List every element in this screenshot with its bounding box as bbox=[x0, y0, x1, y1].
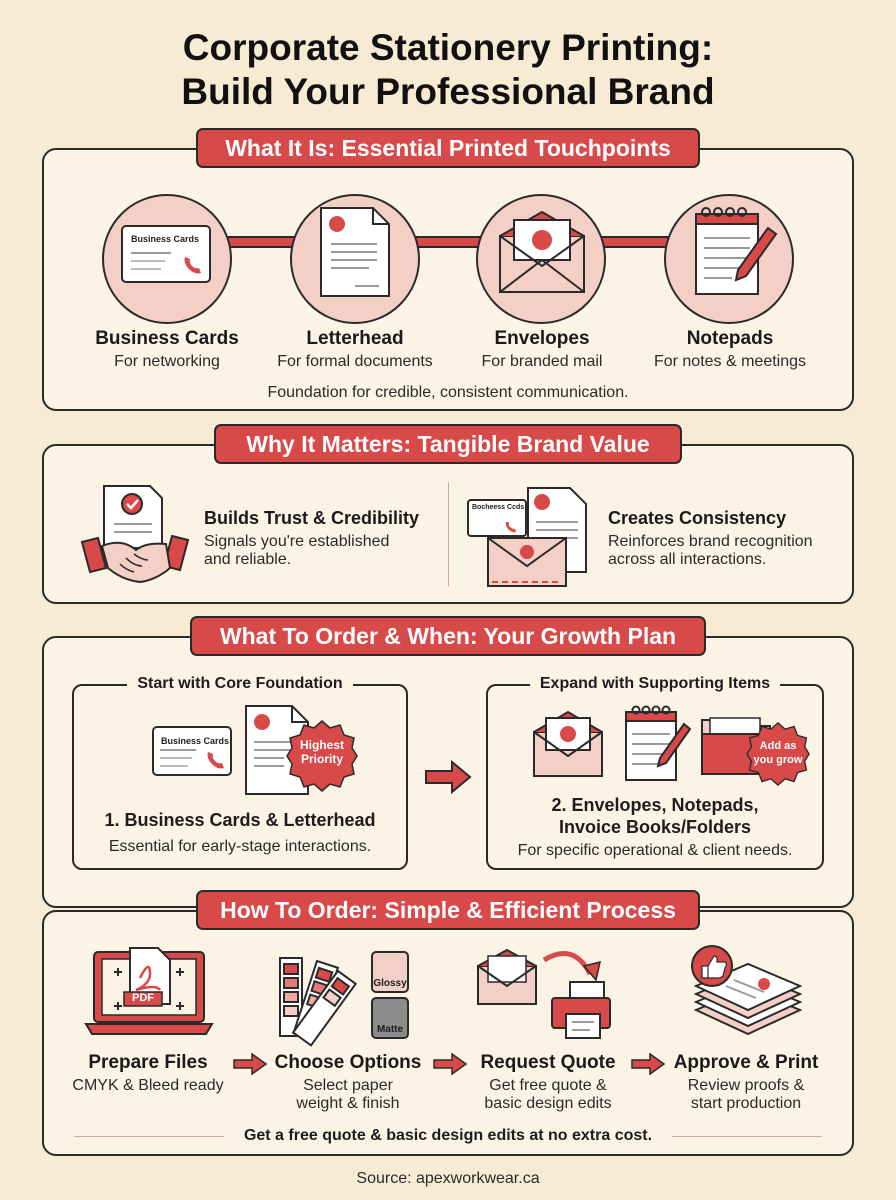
step-title: Approve & Print bbox=[673, 1052, 819, 1073]
step-title: Choose Options bbox=[274, 1052, 422, 1073]
step-title: Request Quote bbox=[480, 1052, 616, 1073]
consistency-line-2: across all interactions. bbox=[608, 551, 767, 568]
approve-stack-icon bbox=[691, 945, 803, 1036]
envelope-icon bbox=[499, 210, 585, 293]
notepad-icon bbox=[695, 207, 778, 295]
badge-line-1: Highest bbox=[299, 738, 344, 752]
step-arrow-icon bbox=[233, 1052, 268, 1076]
touchpoint-connector bbox=[228, 236, 306, 248]
touchpoint-business-cards: Business Cards For networking bbox=[82, 328, 252, 371]
touchpoint-subtitle: For networking bbox=[114, 353, 220, 370]
business-card-icon bbox=[121, 225, 211, 283]
title-line-1: Corporate Stationery Printing: bbox=[182, 27, 714, 68]
add-as-you-grow-badge: Add as you grow bbox=[746, 739, 810, 767]
touchpoint-letterhead: Letterhead For formal documents bbox=[265, 328, 445, 371]
touchpoint-title: Business Cards bbox=[95, 328, 239, 349]
title-line-2: Build Your Professional Brand bbox=[181, 71, 715, 112]
section4-footer: Get a free quote & basic design edits at… bbox=[243, 1127, 653, 1144]
core-subtitle: Essential for early-stage interactions. bbox=[108, 838, 372, 855]
source-credit: Source: apexworkwear.ca bbox=[356, 1170, 540, 1187]
highest-priority-badge: Highest Priority bbox=[286, 738, 358, 766]
touchpoint-connector bbox=[600, 236, 668, 248]
core-foundation-title: Start with Core Foundation bbox=[127, 675, 353, 692]
pdf-tag: PDF bbox=[132, 992, 154, 1004]
footer-rule-right bbox=[672, 1136, 822, 1137]
badge-line-2: you grow bbox=[753, 754, 803, 766]
step-line-1: Review proofs & bbox=[687, 1077, 805, 1094]
touchpoint-subtitle: For branded mail bbox=[481, 353, 603, 370]
core-business-card-icon bbox=[152, 726, 232, 776]
core-foundation-box: Start with Core Foundation bbox=[72, 675, 408, 870]
step-line-2: weight & finish bbox=[296, 1095, 400, 1112]
page-title: Corporate Stationery Printing: Build You… bbox=[0, 26, 896, 114]
letterhead-icon bbox=[320, 207, 390, 297]
stationery-card-label: Bocheess Ccds bbox=[472, 504, 525, 511]
glossy-label: Glossy bbox=[373, 978, 407, 989]
core-card-label: Business Cards bbox=[161, 736, 230, 746]
trust-heading: Builds Trust & Credibility bbox=[204, 508, 420, 528]
touchpoint-subtitle: For formal documents bbox=[277, 353, 433, 370]
consistency-block: Creates Consistency Reinforces brand rec… bbox=[608, 508, 848, 569]
expand-subtitle: For specific operational & client needs. bbox=[517, 842, 793, 859]
step-line-1: Select paper bbox=[303, 1077, 393, 1094]
step-title: Prepare Files bbox=[88, 1052, 208, 1073]
handshake-icon bbox=[80, 485, 190, 584]
expand-items-title: Expand with Supporting Items bbox=[529, 675, 781, 692]
expand-heading: 2. Envelopes, Notepads, Invoice Books/Fo… bbox=[486, 794, 824, 838]
expand-heading-line-2: Invoice Books/Folders bbox=[558, 817, 752, 837]
section-how-to-order-banner: How To Order: Simple & Efficient Process bbox=[196, 890, 700, 930]
step-arrow-icon bbox=[631, 1052, 666, 1076]
section-what-it-is-banner: What It Is: Essential Printed Touchpoint… bbox=[196, 128, 700, 168]
stationery-set-icon bbox=[467, 487, 587, 587]
touchpoint-subtitle: For notes & meetings bbox=[653, 353, 807, 370]
trust-line-2: and reliable. bbox=[204, 551, 292, 568]
step-arrow-icon bbox=[433, 1052, 468, 1076]
step-line-2: basic design edits bbox=[484, 1095, 612, 1112]
matte-label: Matte bbox=[376, 1024, 404, 1035]
section-what-to-order-banner: What To Order & When: Your Growth Plan bbox=[190, 616, 706, 656]
growth-arrow-icon bbox=[425, 759, 472, 795]
step-request-quote: Request Quote Get free quote & basic des… bbox=[462, 1052, 634, 1113]
section2-divider bbox=[448, 482, 449, 586]
badge-line-2: Priority bbox=[300, 752, 343, 766]
section-why-it-matters-banner: Why It Matters: Tangible Brand Value bbox=[214, 424, 682, 464]
expand-envelope-icon bbox=[533, 710, 603, 777]
trust-block: Builds Trust & Credibility Signals you'r… bbox=[204, 508, 444, 569]
step-line-1: CMYK & Bleed ready bbox=[72, 1077, 224, 1094]
expand-heading-line-1: 2. Envelopes, Notepads, bbox=[551, 795, 759, 815]
consistency-line-1: Reinforces brand recognition bbox=[608, 533, 813, 550]
pdf-laptop-icon bbox=[84, 947, 214, 1035]
printer-icon bbox=[477, 948, 611, 1039]
footer-rule-left bbox=[74, 1136, 224, 1137]
core-heading: 1. Business Cards & Letterhead bbox=[104, 810, 376, 830]
touchpoint-title: Letterhead bbox=[306, 328, 404, 349]
step-choose-options: Choose Options Select paper weight & fin… bbox=[262, 1052, 434, 1113]
step-line-2: start production bbox=[690, 1095, 802, 1112]
touchpoint-title: Notepads bbox=[686, 328, 774, 349]
step-prepare-files: Prepare Files CMYK & Bleed ready bbox=[58, 1052, 238, 1095]
expand-notepad-icon bbox=[625, 705, 692, 781]
add-as-you-grow-badge-icon bbox=[746, 722, 810, 786]
step-line-1: Get free quote & bbox=[489, 1077, 607, 1094]
highest-priority-badge-icon bbox=[286, 720, 358, 792]
touchpoint-notepads: Notepads For notes & meetings bbox=[638, 328, 822, 371]
business-card-label: Business Cards bbox=[131, 234, 200, 244]
touchpoint-title: Envelopes bbox=[494, 328, 590, 349]
swatch-icon bbox=[279, 951, 409, 1047]
touchpoint-connector bbox=[416, 236, 484, 248]
badge-line-1: Add as bbox=[759, 740, 797, 752]
step-approve-print: Approve & Print Review proofs & start pr… bbox=[660, 1052, 832, 1113]
section1-footer: Foundation for credible, consistent comm… bbox=[267, 384, 629, 401]
trust-line-1: Signals you're established bbox=[204, 533, 390, 550]
consistency-heading: Creates Consistency bbox=[608, 508, 787, 528]
touchpoint-envelopes: Envelopes For branded mail bbox=[456, 328, 628, 371]
